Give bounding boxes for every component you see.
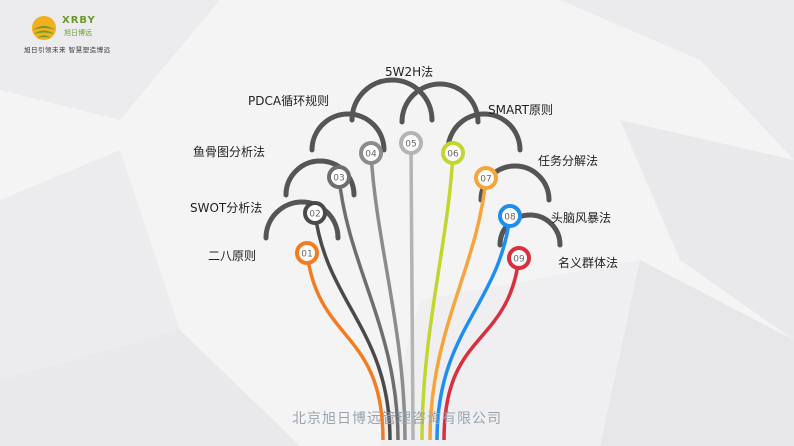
method-stem-04 (369, 152, 407, 441)
method-ring-02: 02 (303, 201, 327, 225)
method-stem-03 (337, 176, 400, 441)
method-stem-05 (409, 142, 415, 441)
method-stem-09 (442, 257, 521, 441)
method-ring-06: 06 (441, 141, 465, 165)
method-ring-01: 01 (295, 241, 319, 265)
brand-name: XRBY (62, 15, 96, 26)
method-ring-09: 09 (507, 246, 531, 270)
method-stem-08 (435, 215, 512, 441)
method-label-05: 5W2H法 (385, 65, 434, 79)
method-stem-01 (305, 252, 385, 441)
method-stem-07 (428, 177, 488, 441)
brand-logo: XRBY 旭日博远 旭日引领未来 智慧塑造博远 (24, 14, 124, 56)
method-ring-03: 03 (327, 165, 351, 189)
method-number-02: 02 (309, 210, 320, 220)
method-label-04: PDCA循环规则 (248, 94, 330, 108)
brand-cn-name: 旭日博远 (64, 29, 92, 37)
brand-slogan: 旭日引领未来 智慧塑造博远 (24, 46, 111, 54)
cloud-bump (309, 111, 387, 153)
method-number-06: 06 (447, 150, 459, 160)
cloud-bump (263, 199, 341, 241)
method-number-08: 08 (504, 213, 516, 223)
cloud-bump (399, 81, 481, 125)
method-stem-06 (420, 152, 455, 441)
cloud-bump (349, 77, 435, 123)
sun-logo-icon (32, 16, 56, 40)
method-ring-04: 04 (359, 141, 383, 165)
method-stem-02 (313, 212, 392, 441)
method-label-03: 鱼骨图分析法 (193, 145, 266, 159)
method-number-rings: 01 02 03 04 05 06 07 08 09 (295, 131, 531, 270)
cloud-bump (445, 111, 523, 153)
method-label-02: SWOT分析法 (190, 201, 263, 215)
method-ring-05: 05 (399, 131, 423, 155)
cloud-outline (263, 77, 563, 248)
method-stems (305, 142, 521, 441)
method-number-05: 05 (405, 140, 416, 150)
method-ring-08: 08 (498, 204, 522, 228)
method-label-08: 头脑风暴法 (551, 211, 612, 225)
cloud-bump (497, 212, 563, 248)
method-number-07: 07 (480, 175, 491, 185)
method-label-07: 任务分解法 (538, 154, 599, 168)
method-number-01: 01 (301, 250, 312, 260)
cloud-bump (283, 158, 357, 198)
method-ring-07: 07 (474, 166, 498, 190)
method-label-06: SMART原则 (488, 103, 553, 117)
method-label-01: 二八原则 (208, 249, 257, 263)
company-footer: 北京旭日博远管理咨询有限公司 (292, 411, 502, 427)
method-label-09: 名义群体法 (558, 256, 619, 270)
method-number-03: 03 (333, 174, 344, 184)
method-number-04: 04 (365, 150, 377, 160)
method-number-09: 09 (513, 255, 525, 265)
